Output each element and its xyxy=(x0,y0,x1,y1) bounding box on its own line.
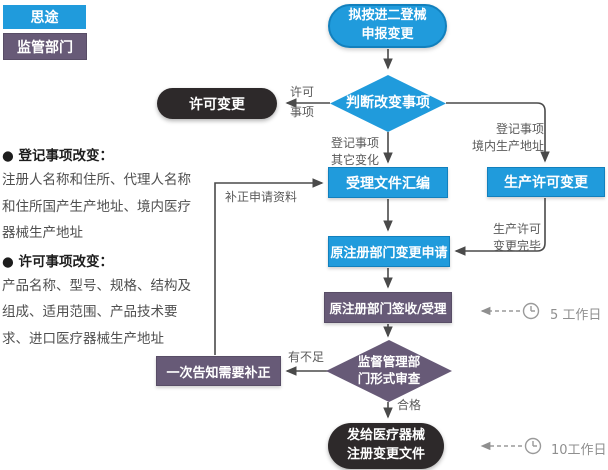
node-production-license-change: 生产许可变更 xyxy=(487,167,605,197)
node-orig-dept-accept: 原注册部门签收/受理 xyxy=(324,292,452,323)
node-orig-dept-apply-label: 原注册部门变更申请 xyxy=(330,246,448,261)
node-issue-certificate: 发给医疗器械 注册变更文件 xyxy=(328,423,444,469)
bullet-icon: ● xyxy=(2,253,14,270)
legend-regulator-label: 监管部门 xyxy=(17,39,73,56)
edge-label-production-done: 生产许可 变更完毕 xyxy=(492,222,541,253)
node-start-line2: 申报变更 xyxy=(361,27,414,42)
node-one-time-notice-label: 一次告知需要补正 xyxy=(166,365,271,381)
edge-label-registration-other: 登记事项 其它变化 xyxy=(331,136,380,167)
timer-5-days-label: 5 工作日 xyxy=(550,308,602,323)
node-supervision-review-line1: 监督管理部 xyxy=(357,354,421,370)
node-judge-change-label: 判断改变事项 xyxy=(346,95,430,112)
note-registration-line: 注册人名称和住所、代理人名称 xyxy=(2,172,191,188)
edge-label-qualified: 合格 xyxy=(397,398,422,412)
note-license-title: ● 许可事项改变： xyxy=(2,253,113,270)
node-start-line1: 拟按进二登械 xyxy=(348,8,427,24)
legend-situ-badge: 思途 xyxy=(3,5,86,29)
node-issue-certificate-line2: 注册变更文件 xyxy=(346,447,425,462)
clock-icon xyxy=(524,437,542,455)
node-one-time-notice: 一次告知需要补正 xyxy=(156,356,281,386)
node-issue-certificate-line1: 发给医疗器械 xyxy=(346,428,425,444)
note-registration-line: 器械生产地址 xyxy=(2,225,83,241)
edge-judge-to-production-license xyxy=(446,102,550,163)
node-production-license-change-label: 生产许可变更 xyxy=(504,175,588,191)
timer-10-days-label: 10工作日 xyxy=(551,443,607,458)
edge-label-registration-domestic: 登记事项 境内生产地址 xyxy=(471,122,544,153)
node-accept-files: 受理文件汇编 xyxy=(328,167,448,198)
note-registration-line: 和住所国产生产地址、境内医疗 xyxy=(2,198,191,215)
node-license-change-label: 许可变更 xyxy=(189,96,245,113)
clock-icon xyxy=(522,302,540,320)
node-orig-dept-apply: 原注册部门变更申请 xyxy=(328,236,450,267)
note-license-line: 求、进口医疗器械生产地址 xyxy=(2,330,164,347)
node-orig-dept-accept-label: 原注册部门签收/受理 xyxy=(329,301,447,316)
notes-panel: ● 登记事项改变： 注册人名称和住所、代理人名称 和住所国产生产地址、境内医疗 … xyxy=(2,146,234,352)
legend-regulator-badge: 监管部门 xyxy=(3,33,87,60)
edge-production-to-apply xyxy=(454,198,546,256)
bullet-icon: ● xyxy=(2,148,14,164)
node-supervision-review-line2: 门形式审查 xyxy=(357,371,421,386)
legend-situ-label: 思途 xyxy=(30,10,59,26)
note-registration-title: ● 登记事项改变： xyxy=(2,148,113,164)
edge-label-insufficient: 有不足 xyxy=(288,350,325,364)
node-accept-files-label: 受理文件汇编 xyxy=(346,175,430,192)
node-license-change: 许可变更 xyxy=(157,88,277,119)
edge-notice-feedback-to-accept xyxy=(214,178,324,355)
node-start: 拟按进二登械 申报变更 xyxy=(328,4,447,48)
note-license-line: 组成、适用范围、产品技术要 xyxy=(2,304,178,320)
note-license-line: 产品名称、型号、规格、结构及 xyxy=(2,277,191,294)
edge-label-license-matter: 许可 事项 xyxy=(289,85,314,119)
edge-label-supplement: 补正申请资料 xyxy=(225,190,298,204)
